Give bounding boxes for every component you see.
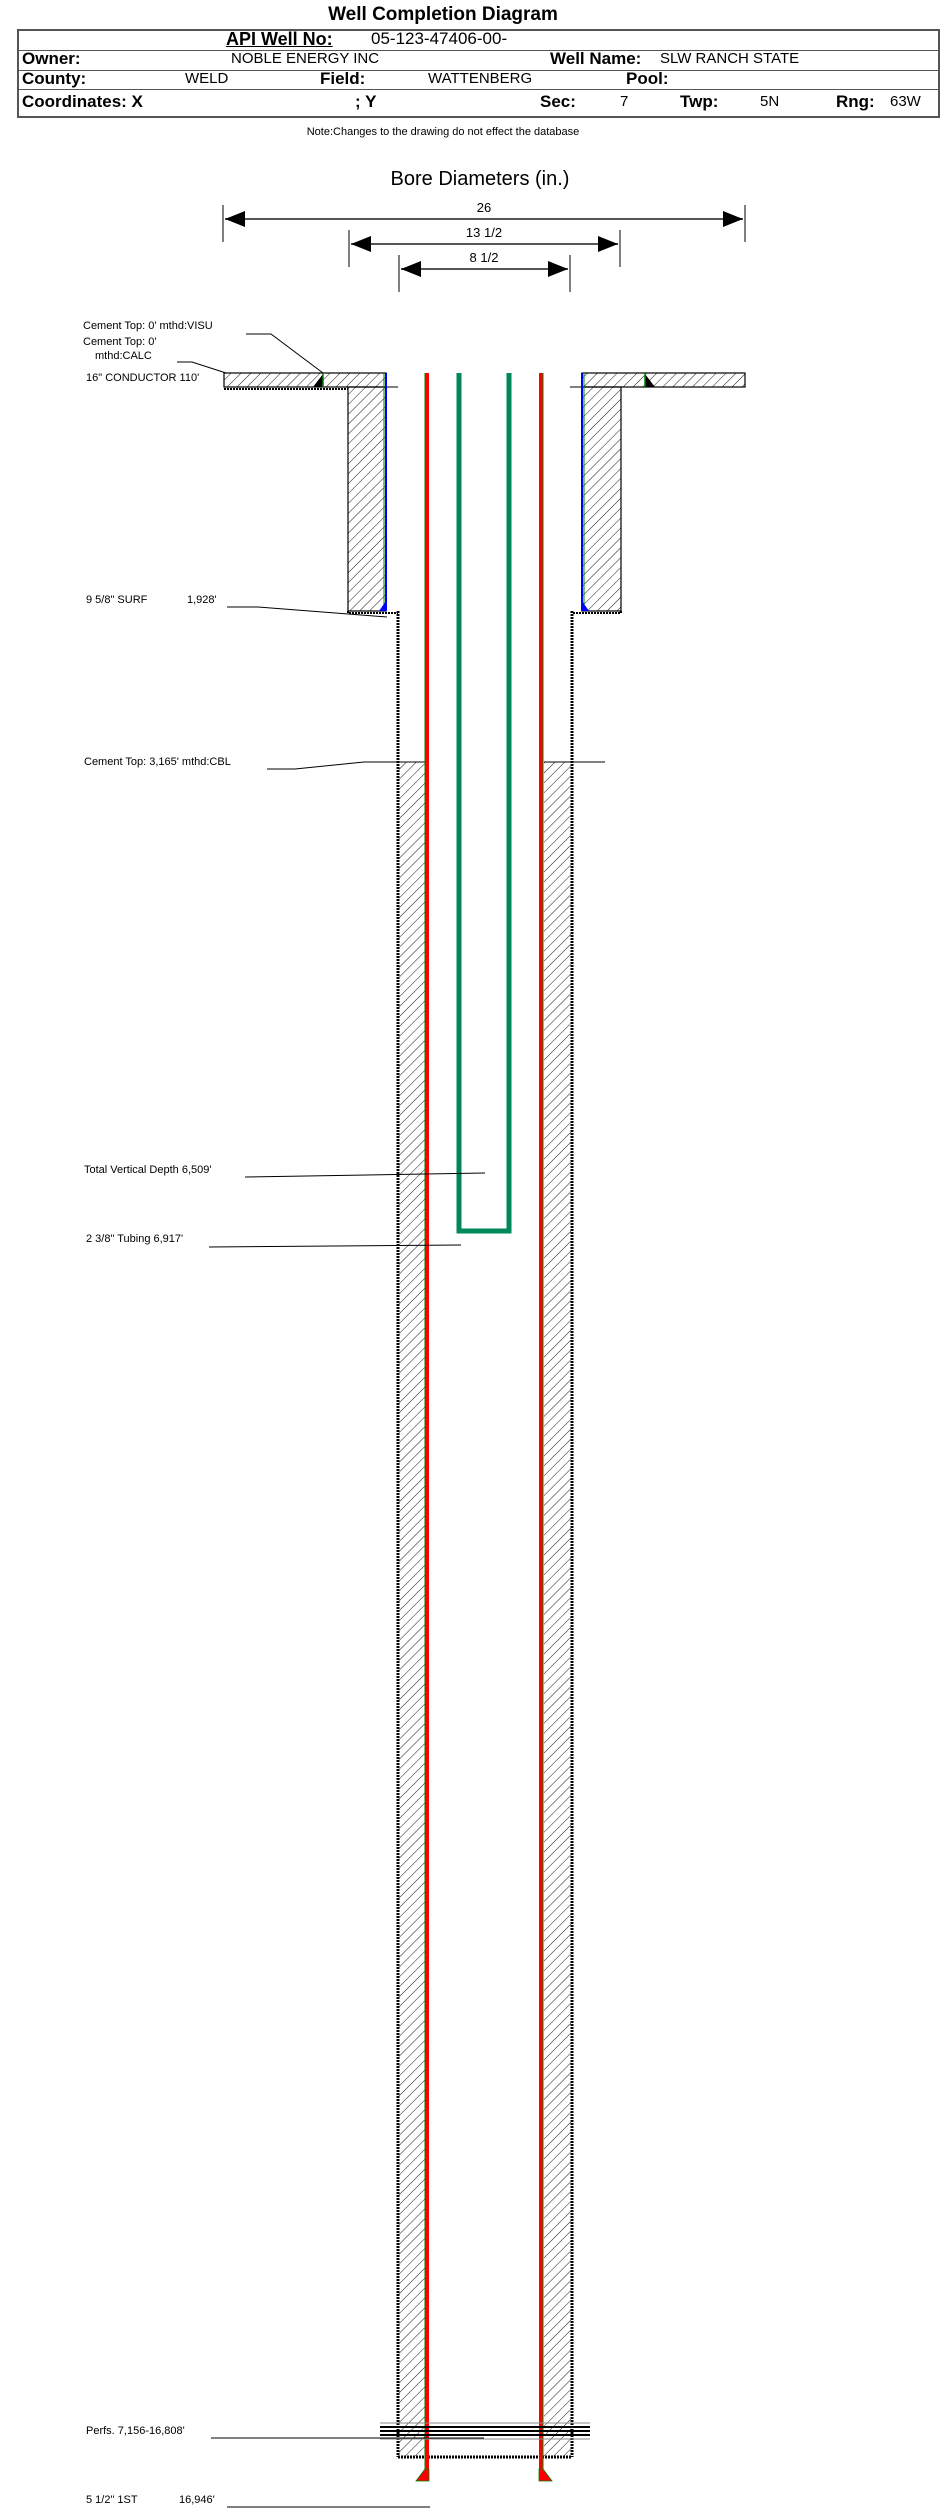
conductor-label: 16" CONDUCTOR 110': [86, 372, 199, 384]
sec-value: 7: [620, 93, 629, 110]
county-value: WELD: [185, 70, 229, 87]
conductor: [223, 372, 746, 390]
casing-shoe-icon: [415, 2468, 430, 2482]
county-label: County:: [22, 69, 87, 88]
leader-line: [227, 606, 388, 618]
perfs-label: Perfs. 7,156-16,808': [86, 2425, 185, 2437]
owner-label: Owner:: [22, 49, 81, 68]
page-title: Well Completion Diagram: [328, 4, 558, 25]
bore-label: 26: [477, 200, 491, 215]
leader-line: [267, 761, 365, 770]
owner-value: NOBLE ENERGY INC: [231, 50, 380, 67]
surface-casing-label: 9 5/8" SURF: [86, 594, 148, 606]
leader-line: [208, 1244, 462, 1248]
twp-label: Twp:: [680, 92, 719, 111]
coordinates-x-label: Coordinates: X: [22, 92, 143, 111]
perforations: [380, 2422, 590, 2440]
cement-top-visu-label: Cement Top: 0' mthd:VISU: [83, 320, 213, 332]
production-cement: [364, 761, 605, 2456]
api-value: 05-123-47406-00-: [371, 29, 508, 48]
production-casing-depth: 16,946': [179, 2494, 215, 2506]
casing-shoe-icon: [538, 2468, 553, 2482]
cement-top-marker: [645, 374, 655, 387]
database-note: Note:Changes to the drawing do not effec…: [306, 126, 580, 138]
rng-label: Rng:: [836, 92, 875, 111]
leader-line: [246, 333, 324, 374]
bore-label: 13 1/2: [466, 225, 502, 240]
leader-line: [244, 1172, 486, 1178]
tubing: [456, 373, 512, 1234]
tubing-label: 2 3/8" Tubing 6,917': [86, 1233, 183, 1245]
production-casing-label: 5 1/2" 1ST: [86, 2494, 138, 2506]
tvd-label: Total Vertical Depth 6,509': [84, 1164, 211, 1176]
well-name-value: SLW RANCH STATE: [660, 50, 800, 67]
production-casing: [415, 373, 553, 2482]
bore-diameters-title: Bore Diameters (in.): [391, 168, 570, 190]
cement-top-marker: [313, 374, 323, 387]
surface-casing: [347, 373, 622, 614]
well-name-label: Well Name:: [550, 49, 642, 68]
rng-value: 63W: [890, 93, 921, 110]
field-value: WATTENBERG: [428, 70, 533, 87]
bore-label: 8 1/2: [470, 250, 499, 265]
api-label: API Well No:: [226, 29, 333, 49]
cement-top-calc-method: mthd:CALC: [95, 350, 152, 362]
bore-dimension-13-1-2: 13 1/2: [348, 225, 621, 267]
twp-value: 5N: [760, 93, 780, 110]
field-label: Field:: [320, 69, 366, 88]
well-header-table: [17, 29, 940, 118]
coordinates-y-label: ; Y: [355, 92, 377, 111]
sec-label: Sec:: [540, 92, 576, 111]
cement-top-cbl-label: Cement Top: 3,165' mthd:CBL: [84, 756, 231, 768]
leader-line: [177, 361, 227, 374]
bore-dimension-8-1-2: 8 1/2: [398, 250, 571, 292]
surface-casing-depth: 1,928': [187, 594, 217, 606]
bore-dimension-26: 26: [222, 200, 746, 242]
cement-top-calc-label: Cement Top: 0': [83, 336, 156, 348]
pool-label: Pool:: [626, 69, 669, 88]
